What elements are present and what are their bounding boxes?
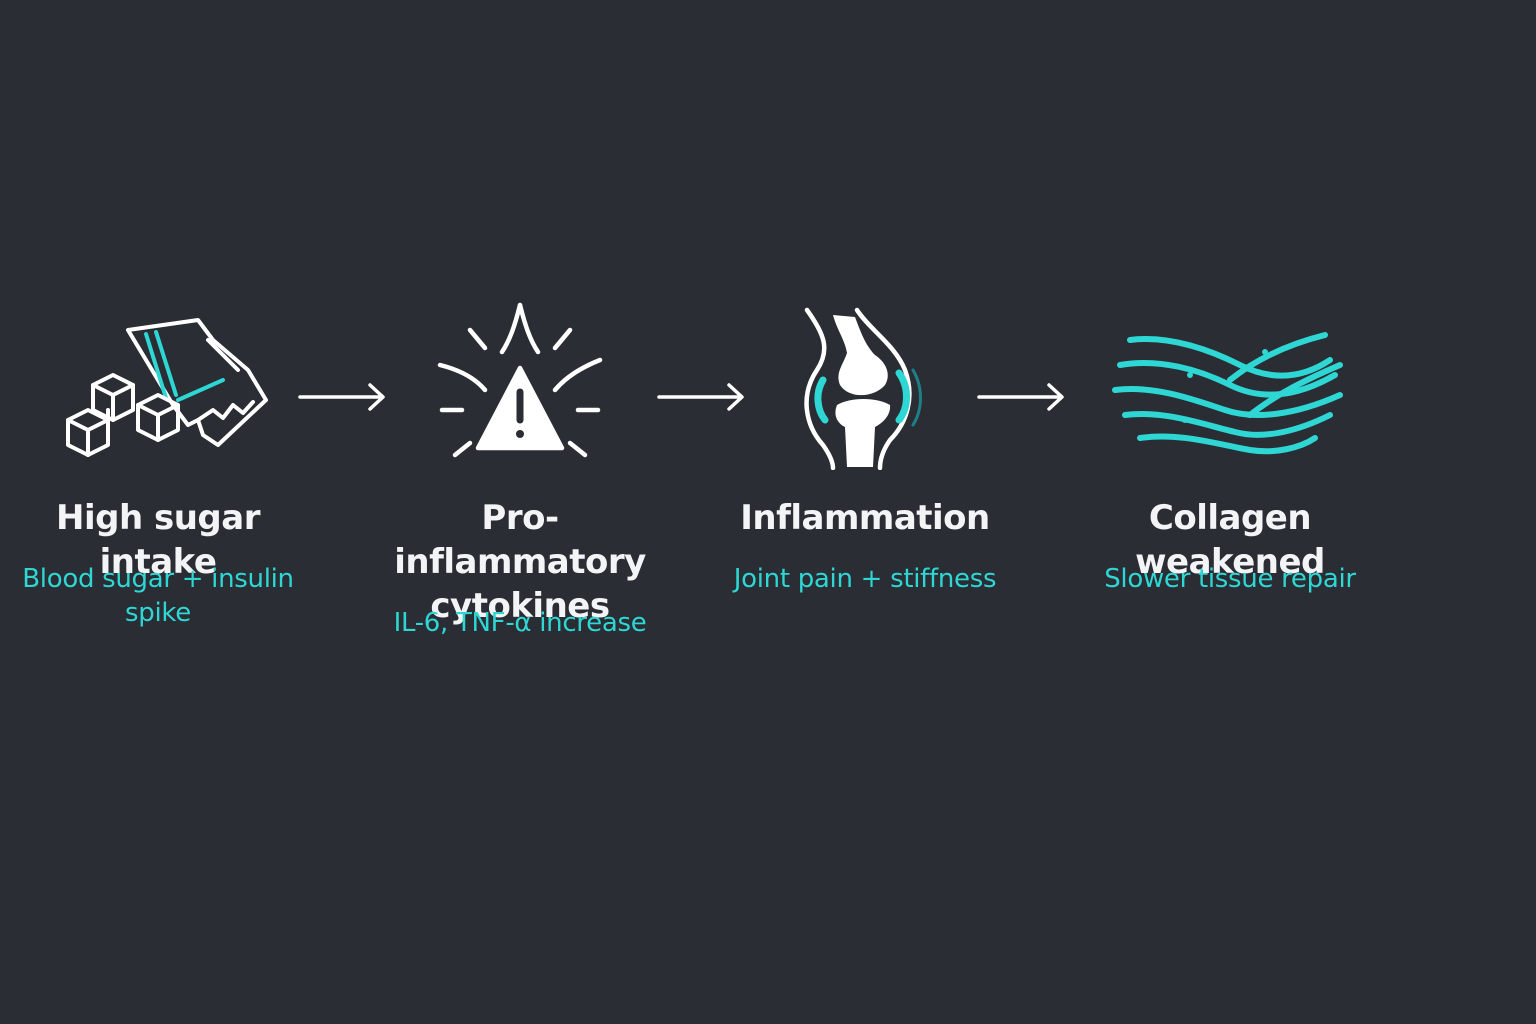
step-title: Collagen weakened — [1135, 498, 1325, 582]
collagen-fibers-icon — [1110, 320, 1350, 460]
arrow-right-icon — [296, 380, 388, 418]
warning-burst-icon — [430, 300, 610, 470]
step-title: Inflammation — [740, 498, 990, 538]
step-subtitle: Slower tissue repair — [1104, 564, 1356, 594]
step-title: Pro-inflammatory cytokines — [394, 498, 646, 626]
sugar-cubes-candy-icon — [48, 310, 268, 460]
knee-joint-icon — [795, 305, 935, 470]
arrow-right-icon — [975, 380, 1067, 418]
step-subtitle: IL-6, TNF-α increase — [393, 608, 647, 638]
arrow-right-icon — [655, 380, 747, 418]
step-subtitle: Joint pain + stiffness — [733, 564, 997, 594]
step-title: High sugar intake — [56, 498, 260, 582]
step-subtitle: Blood sugar + insulin spike — [22, 564, 294, 628]
